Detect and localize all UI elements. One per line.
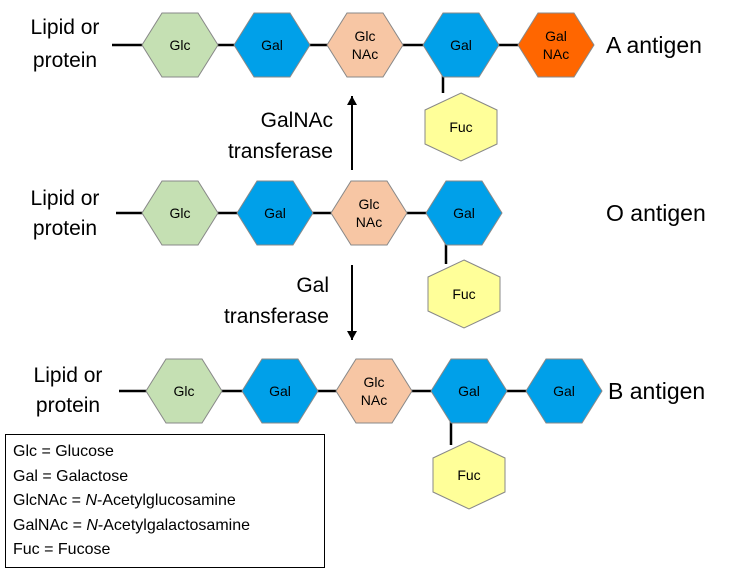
row-1-lipid-label-2: protein — [33, 217, 97, 240]
row-1-residue-2-glcnac — [330, 180, 408, 246]
row-0-residue-4-galnac-label-1: Gal — [545, 28, 567, 44]
row-2-residue-0-glc-label: Glc — [174, 383, 195, 399]
row-2-residue-1-gal — [241, 358, 319, 424]
row-1-residue-0-glc — [141, 180, 219, 246]
arrow-0-label-2: transferase — [228, 140, 333, 163]
row-1-residue-3-gal-label: Gal — [453, 205, 475, 221]
legend-box: Glc = Glucose Gal = Galactose GlcNAc = N… — [5, 434, 325, 568]
arrow-0-head — [347, 96, 357, 105]
row-0-fuc-label: Fuc — [449, 119, 472, 135]
row-0-lipid-label-1: Lipid or — [31, 16, 100, 39]
row-1-fuc-label: Fuc — [452, 286, 475, 302]
row-2-residue-0-glc — [145, 358, 223, 424]
row-0-lipid-label-2: protein — [33, 49, 97, 72]
arrow-1-label-2: transferase — [224, 305, 329, 328]
row-2-lipid-label-1: Lipid or — [34, 364, 103, 387]
legend-glc: Glc = Glucose — [13, 443, 114, 460]
row-2-residue-4-gal-label: Gal — [553, 383, 575, 399]
row-0-residue-0-glc-label: Glc — [170, 37, 191, 53]
arrow-0-label-1: GalNAc — [261, 109, 333, 132]
row-2-residue-4-gal — [525, 358, 603, 424]
legend-glcnac: GlcNAc = N-Acetylglucosamine — [13, 492, 236, 509]
row-1-antigen-label: O antigen — [606, 200, 706, 226]
legend-fuc: Fuc = Fucose — [13, 541, 111, 558]
row-1-lipid-label-1: Lipid or — [31, 187, 100, 210]
row-2-residue-1-gal-label: Gal — [269, 383, 291, 399]
row-1-residue-1-gal-label: Gal — [264, 205, 286, 221]
row-0-antigen-label: A antigen — [606, 32, 702, 58]
row-0-residue-4-galnac-label-2: NAc — [543, 46, 569, 62]
row-1-residue-2-glcnac-label-2: NAc — [356, 214, 382, 230]
row-1-residue-3-gal — [425, 180, 503, 246]
row-0-residue-4-galnac — [517, 12, 595, 78]
arrow-1-head — [347, 331, 357, 340]
row-0-residue-2-glcnac — [326, 12, 404, 78]
row-2-fuc-branch — [432, 440, 506, 510]
row-0-fuc-branch — [424, 92, 498, 162]
row-2-residue-2-glcnac-label-2: NAc — [361, 392, 387, 408]
row-0-residue-2-glcnac-label-2: NAc — [352, 46, 378, 62]
row-1-residue-2-glcnac-label-1: Glc — [359, 196, 380, 212]
row-2-fuc-label: Fuc — [457, 467, 480, 483]
row-1-fuc-branch — [427, 259, 501, 329]
row-0-residue-2-glcnac-label-1: Glc — [355, 28, 376, 44]
row-2-residue-2-glcnac-label-1: Glc — [364, 374, 385, 390]
row-0-residue-3-gal-label: Gal — [450, 37, 472, 53]
row-2-residue-2-glcnac — [335, 358, 413, 424]
row-0-residue-1-gal — [233, 12, 311, 78]
row-2-antigen-label: B antigen — [608, 378, 705, 404]
row-2-lipid-label-2: protein — [36, 394, 100, 417]
row-2-residue-3-gal — [430, 358, 508, 424]
legend-gal: Gal = Galactose — [13, 467, 129, 485]
row-2-residue-3-gal-label: Gal — [458, 383, 480, 399]
row-1-residue-1-gal — [236, 180, 314, 246]
row-0-residue-1-gal-label: Gal — [261, 37, 283, 53]
row-0-residue-0-glc — [141, 12, 219, 78]
row-1-residue-0-glc-label: Glc — [170, 205, 191, 221]
legend-galnac: GalNAc = N-Acetylgalactosamine — [13, 516, 250, 534]
arrow-1-label-1: Gal — [296, 274, 329, 297]
row-0-residue-3-gal — [422, 12, 500, 78]
